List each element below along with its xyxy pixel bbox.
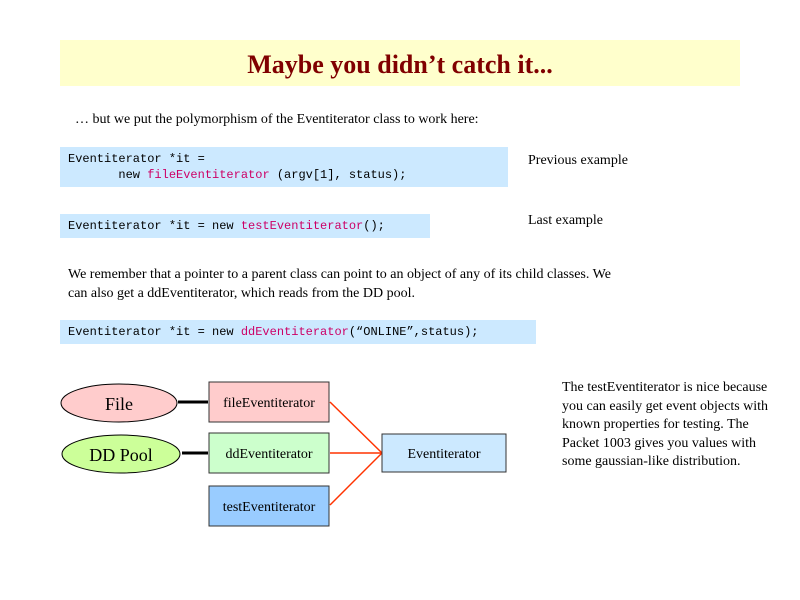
code-line: (argv[1], status); [269, 168, 407, 182]
test-iterator-box [208, 485, 330, 527]
code-block-dd: Eventiterator *it = new ddEventiterator(… [60, 320, 536, 344]
ddpool-label: DD Pool [89, 445, 153, 465]
code-text: Eventiterator *it = new [68, 325, 241, 339]
code-highlight: ddEventiterator [240, 325, 349, 339]
code-text: (); [363, 219, 385, 233]
code-highlight: testEventiterator [240, 219, 364, 233]
file-node [60, 383, 178, 423]
arrow-test-iter [329, 452, 383, 506]
dd-iterator-box [208, 432, 330, 474]
code-block-file: Eventiterator *it = new fileEventiterato… [60, 147, 508, 187]
explanation-paragraph: We remember that a pointer to a parent c… [68, 267, 611, 301]
code-block-test: Eventiterator *it = new testEventiterato… [60, 214, 430, 238]
code-line: Eventiterator *it = [68, 152, 205, 166]
arrow-file-iter [329, 401, 383, 454]
title-banner: Maybe you didn’t catch it... [60, 40, 740, 86]
eventiterator-label: Eventiterator [407, 447, 480, 462]
slide-title: Maybe you didn’t catch it... [247, 50, 553, 79]
test-iterator-label: testEventiterator [223, 500, 316, 515]
previous-example-label: Previous example [528, 153, 628, 168]
file-iterator-label: fileEventiterator [223, 396, 315, 411]
file-iterator-box [208, 381, 330, 423]
code-highlight: fileEventiterator [147, 168, 270, 182]
code-text: Eventiterator *it = new [68, 219, 241, 233]
intro-text: … but we put the polymorphism of the Eve… [75, 112, 479, 127]
code-line: new [68, 168, 148, 182]
ddpool-node [61, 434, 181, 474]
file-label: File [105, 394, 133, 414]
dd-iterator-label: ddEventiterator [225, 447, 312, 462]
last-example-label: Last example [528, 213, 604, 228]
eventiterator-box [381, 433, 507, 473]
code-text: (“ONLINE”,status); [348, 325, 479, 339]
testeventiterator-description: The testEventiterator is nice because yo… [562, 380, 769, 469]
